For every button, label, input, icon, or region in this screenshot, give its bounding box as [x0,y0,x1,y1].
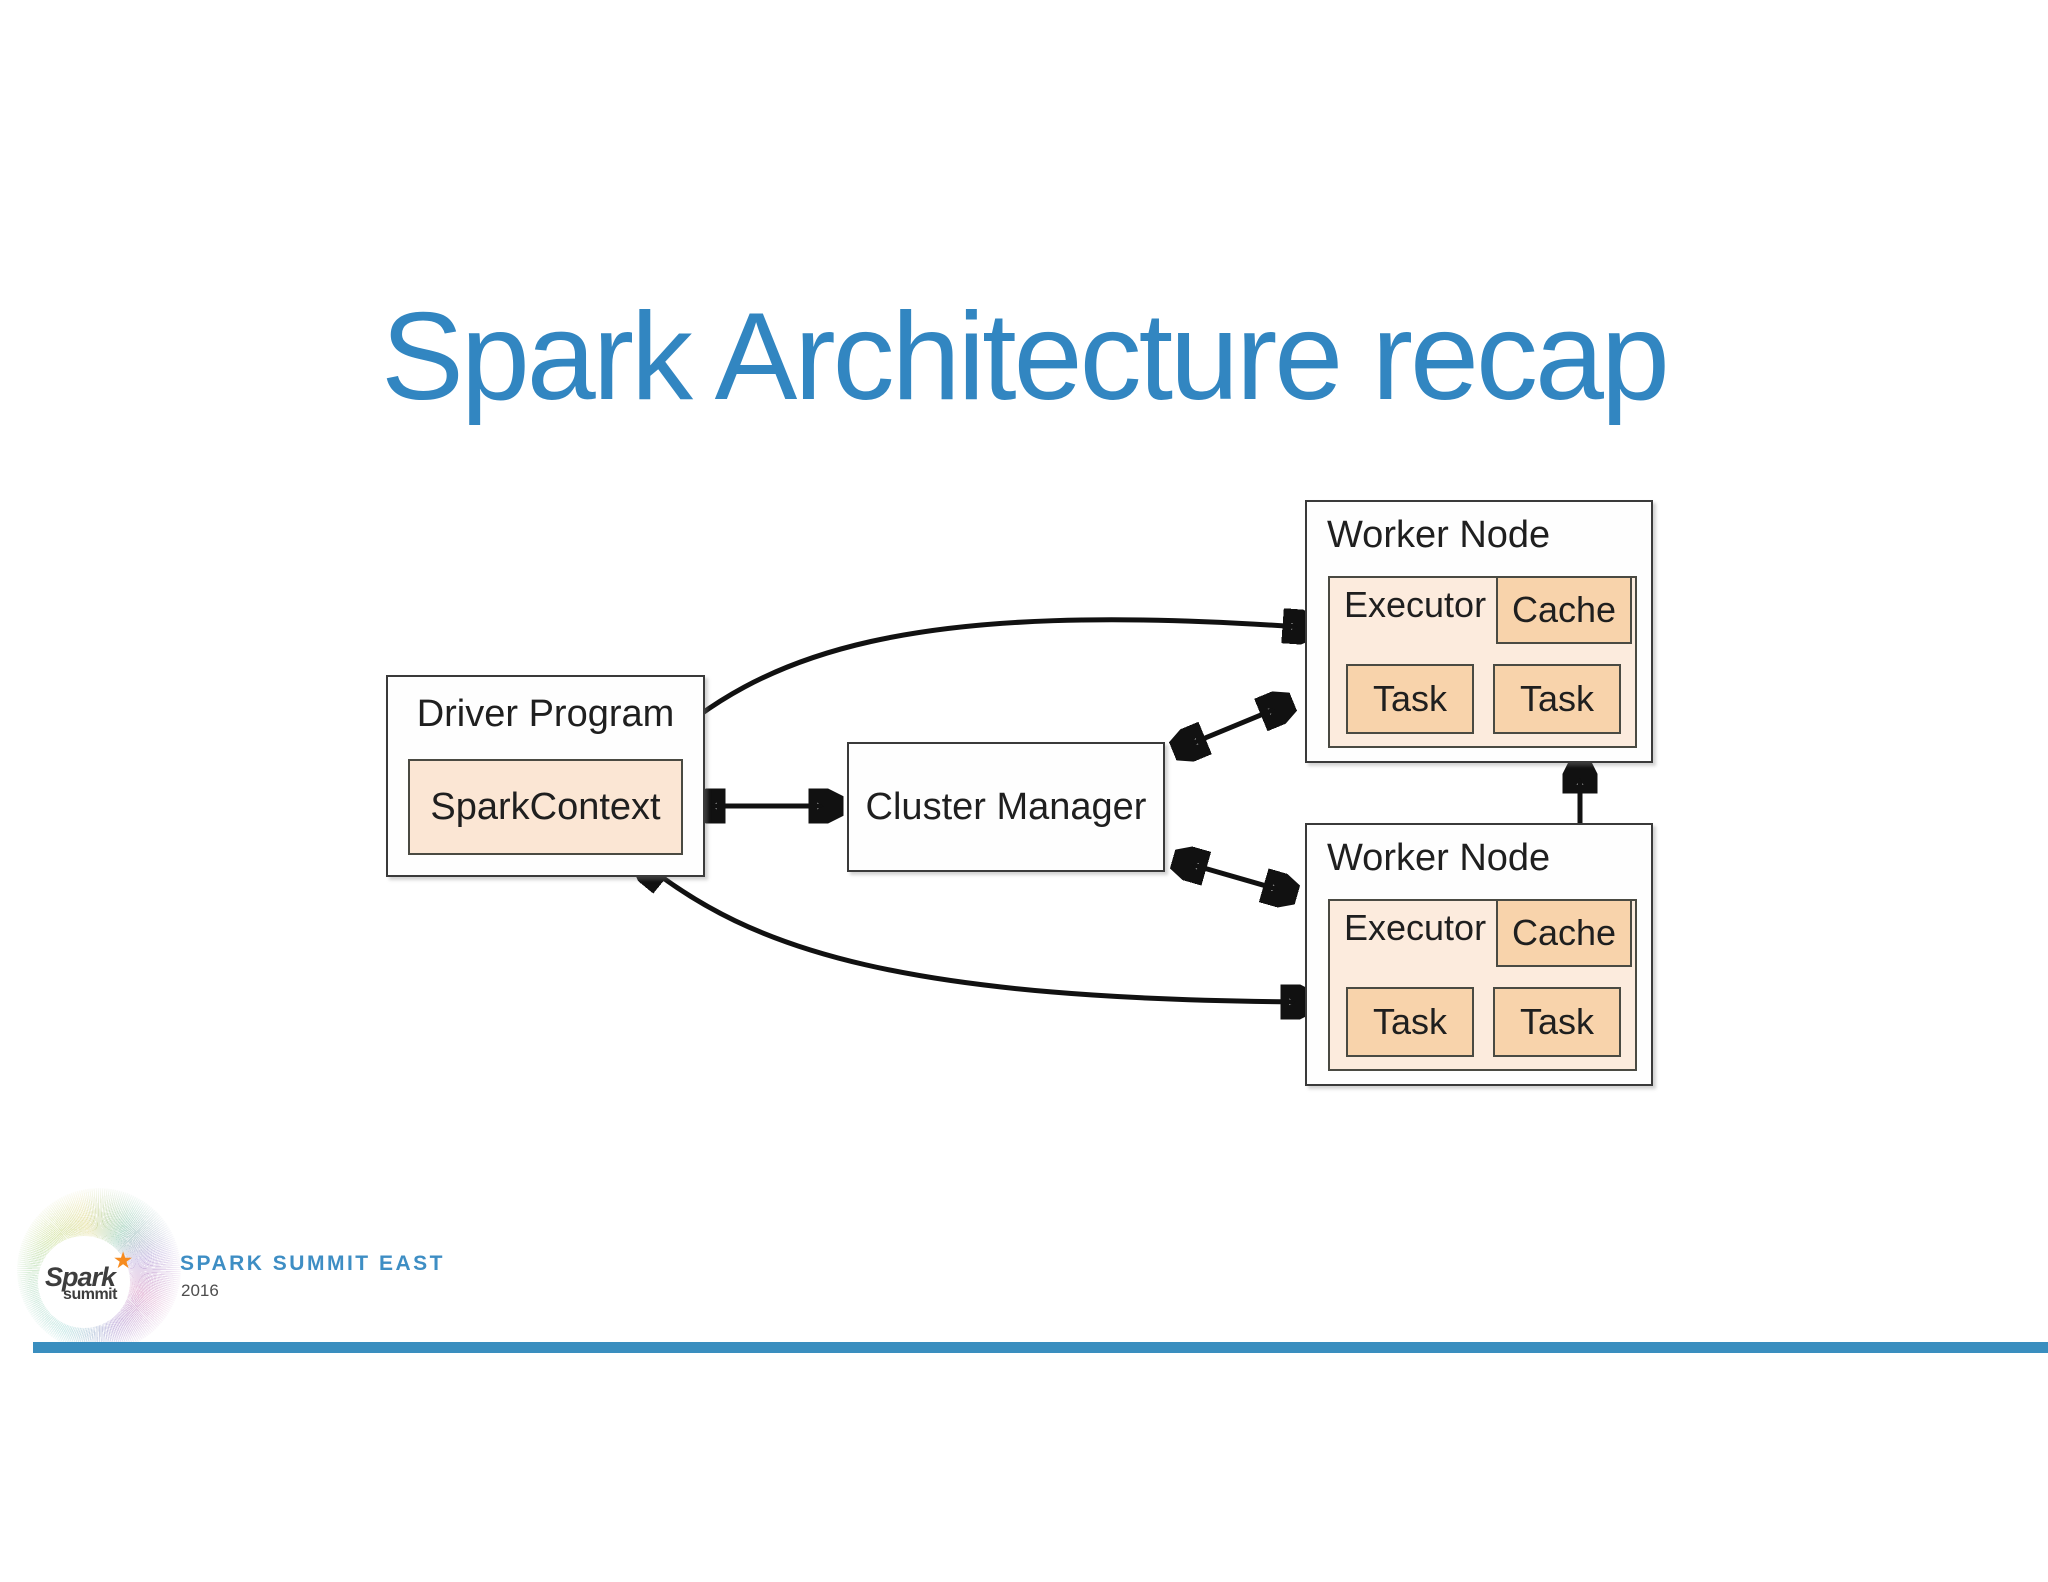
event-name: SPARK SUMMIT EAST [180,1252,445,1275]
cluster-manager-label: Cluster Manager [865,785,1147,828]
cache-box: Cache [1496,899,1632,967]
arrow-clustermanager-worker-bottom [1176,860,1294,894]
arrow-sparkcontext-to-worker-top [652,620,1314,754]
cache-box: Cache [1496,576,1632,644]
logo-wordmark-secondary: summit [63,1285,117,1303]
worker-node-box: Worker Node Executor Cache Task Task [1305,823,1653,1086]
executor-label: Executor [1344,907,1487,948]
task-box: Task [1346,987,1474,1057]
footer-accent-bar [33,1342,2048,1353]
arrow-sparkcontext-to-worker-bottom [640,860,1312,1002]
spark-summit-logo: Spark★ summit [38,1236,132,1328]
executor-box: Executor Cache Task Task [1328,576,1637,748]
task-box: Task [1493,664,1621,734]
page-title: Spark Architecture recap [381,288,1670,426]
logo-wordmark: Spark★ [44,1250,132,1293]
sparkcontext-box: SparkContext [408,759,683,855]
task-box: Task [1493,987,1621,1057]
worker-node-label: Worker Node [1327,837,1551,879]
star-icon: ★ [114,1250,132,1273]
driver-program-label: Driver Program [416,693,675,735]
worker-node-box: Worker Node Executor Cache Task Task [1305,500,1653,763]
cluster-manager-box: Cluster Manager [847,742,1165,872]
executor-label: Executor [1344,584,1487,625]
worker-node-label: Worker Node [1327,514,1551,556]
event-year: 2016 [181,1281,219,1300]
task-box: Task [1346,664,1474,734]
executor-box: Executor Cache Task Task [1328,899,1637,1071]
driver-program-box: Driver Program SparkContext [386,675,705,877]
arrow-clustermanager-worker-top [1176,703,1290,750]
